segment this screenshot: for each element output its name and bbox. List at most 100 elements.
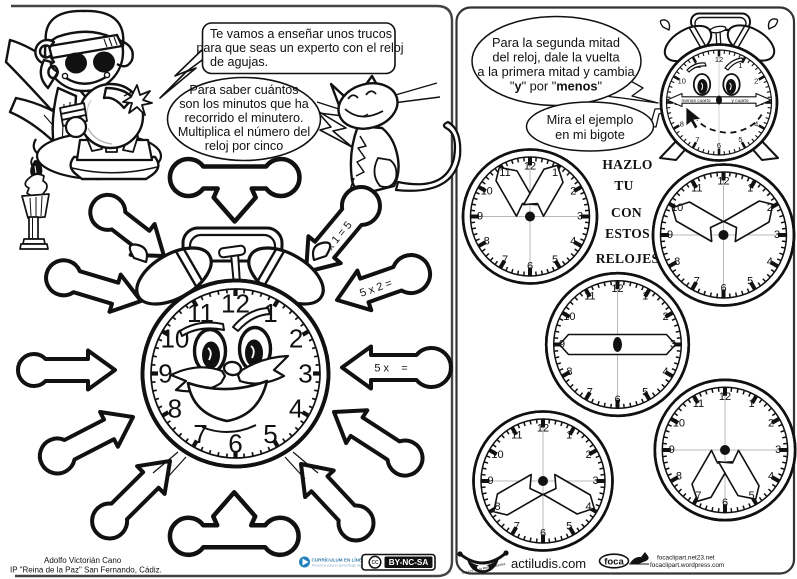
svg-text:7: 7 <box>587 387 593 399</box>
svg-text:10: 10 <box>671 202 683 214</box>
svg-text:del reloj, dale la vuelta: del reloj, dale la vuelta <box>492 50 620 65</box>
svg-text:7: 7 <box>695 135 699 144</box>
svg-text:3: 3 <box>298 359 312 389</box>
svg-text:2: 2 <box>570 186 576 198</box>
svg-text:9: 9 <box>669 444 675 456</box>
svg-text:9: 9 <box>487 475 493 487</box>
svg-text:11: 11 <box>584 290 595 302</box>
svg-text:12: 12 <box>537 423 549 435</box>
svg-text:IP "Reina de la Paz" San Ferna: IP "Reina de la Paz" San Fernando, Cádiz… <box>10 566 162 575</box>
svg-text:5 x =: 5 x = <box>374 363 407 375</box>
svg-text:11: 11 <box>499 167 510 179</box>
svg-text:8: 8 <box>680 120 684 129</box>
svg-text:8: 8 <box>566 366 572 378</box>
svg-text:7: 7 <box>502 254 508 266</box>
svg-text:CON: CON <box>611 205 642 220</box>
svg-text:6: 6 <box>527 261 533 273</box>
svg-text:Recursos para el aprendizaje d: Recursos para el aprendizaje digital <box>312 564 366 568</box>
svg-text:2: 2 <box>663 311 669 323</box>
svg-text:9: 9 <box>559 339 565 351</box>
svg-text:1: 1 <box>747 183 753 195</box>
svg-text:7: 7 <box>695 490 701 502</box>
svg-text:"y" por "menos": "y" por "menos" <box>510 79 602 94</box>
svg-text:HAZLO: HAZLO <box>602 157 652 172</box>
svg-text:para que seas un experto con e: para que seas un experto con el reloj <box>196 41 403 55</box>
svg-text:12: 12 <box>717 176 729 188</box>
svg-text:ESTOS: ESTOS <box>605 226 650 241</box>
svg-text:10: 10 <box>563 311 575 323</box>
svg-text:Mira el ejemplo: Mira el ejemplo <box>547 112 634 127</box>
svg-text:2: 2 <box>767 202 773 214</box>
svg-text:8: 8 <box>494 501 500 513</box>
svg-text:Adolfo Victorián Cano: Adolfo Victorián Cano <box>44 556 122 565</box>
svg-text:2: 2 <box>768 417 774 429</box>
svg-text:10: 10 <box>491 449 503 461</box>
svg-text:3: 3 <box>775 444 781 456</box>
svg-text:1: 1 <box>738 61 742 70</box>
svg-text:Para la segunda mitad: Para la segunda mitad <box>492 35 620 50</box>
svg-text:foca: foca <box>604 557 624 568</box>
svg-text:6: 6 <box>540 528 546 540</box>
svg-text:9: 9 <box>158 359 172 389</box>
svg-text:10: 10 <box>481 186 493 198</box>
svg-text:TU: TU <box>614 178 633 193</box>
svg-text:de agujas.: de agujas. <box>210 55 268 69</box>
svg-text:BY-NC-SA: BY-NC-SA <box>389 558 429 567</box>
svg-text:3: 3 <box>592 475 598 487</box>
svg-text:1: 1 <box>642 290 648 302</box>
svg-text:10: 10 <box>673 417 685 429</box>
svg-text:5: 5 <box>738 135 742 144</box>
svg-text:5: 5 <box>566 521 572 533</box>
svg-text:1: 1 <box>552 167 558 179</box>
svg-text:6: 6 <box>614 394 620 406</box>
svg-text:5: 5 <box>552 254 558 266</box>
svg-text:7: 7 <box>694 275 700 287</box>
svg-text:CURRÍCULUM EN LÍNEA: CURRÍCULUM EN LÍNEA <box>312 556 367 563</box>
svg-text:actiludis.com: actiludis.com <box>511 556 586 571</box>
svg-text:8: 8 <box>168 394 182 424</box>
svg-text:son los minutos que ha: son los minutos que ha <box>179 97 309 111</box>
svg-text:6: 6 <box>228 429 242 459</box>
svg-text:8: 8 <box>484 236 490 248</box>
svg-text:cc: cc <box>372 559 380 566</box>
svg-text:9: 9 <box>477 211 483 223</box>
svg-text:menos cuarto: menos cuarto <box>681 98 710 104</box>
svg-text:3: 3 <box>774 229 780 241</box>
svg-text:6: 6 <box>722 497 728 509</box>
svg-text:Para saber cuántos: Para saber cuántos <box>189 83 298 97</box>
svg-text:4: 4 <box>663 366 669 378</box>
svg-text:12: 12 <box>715 55 723 64</box>
svg-text:4: 4 <box>289 394 303 424</box>
svg-text:Te vamos a enseñar unos trucos: Te vamos a enseñar unos trucos <box>210 27 392 41</box>
svg-text:4: 4 <box>754 120 758 129</box>
svg-text:9: 9 <box>667 229 673 241</box>
svg-text:2: 2 <box>754 77 758 86</box>
svg-text:5: 5 <box>747 275 753 287</box>
svg-text:3: 3 <box>670 339 676 351</box>
svg-text:1: 1 <box>749 398 755 410</box>
svg-text:2: 2 <box>585 449 591 461</box>
svg-text:recorrido el minutero.: recorrido el minutero. <box>185 111 304 125</box>
svg-text:7: 7 <box>193 419 207 449</box>
svg-text:6: 6 <box>717 141 721 150</box>
svg-text:8: 8 <box>674 256 680 268</box>
svg-text:7: 7 <box>514 521 520 533</box>
svg-text:10: 10 <box>678 77 686 86</box>
svg-text:11: 11 <box>693 398 704 410</box>
svg-text:en mi bigote: en mi bigote <box>555 127 625 142</box>
svg-text:RELOJES: RELOJES <box>596 251 660 266</box>
svg-text:12: 12 <box>611 283 623 295</box>
svg-text:1: 1 <box>566 430 572 442</box>
svg-text:5: 5 <box>749 490 755 502</box>
svg-text:5: 5 <box>642 387 648 399</box>
svg-text:12: 12 <box>719 391 731 403</box>
svg-text:8: 8 <box>676 471 682 483</box>
svg-text:4: 4 <box>585 501 591 513</box>
svg-text:4: 4 <box>768 471 774 483</box>
svg-text:reloj por cinco: reloj por cinco <box>205 139 283 153</box>
svg-text:Multiplica el número del: Multiplica el número del <box>178 125 310 139</box>
svg-text:4: 4 <box>767 256 773 268</box>
svg-text:focaclipart.wordpress.com: focaclipart.wordpress.com <box>650 562 724 569</box>
svg-text:12: 12 <box>221 289 250 319</box>
svg-text:12: 12 <box>524 161 536 173</box>
